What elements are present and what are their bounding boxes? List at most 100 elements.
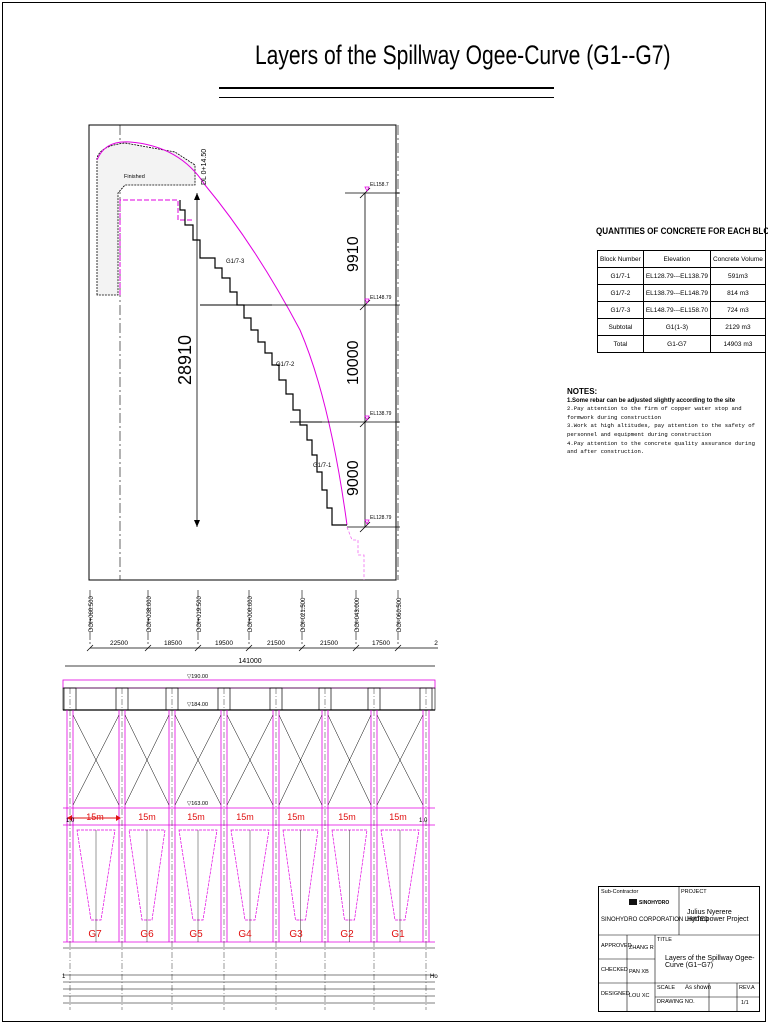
span-label: 18500 bbox=[164, 640, 182, 647]
block-label: G6 bbox=[140, 929, 154, 940]
span-label: 2 bbox=[434, 640, 438, 647]
chute-outline bbox=[380, 829, 420, 921]
station-labels: DOI+060.500 DOI+038.000 DOI+019.500 DOI+000… bbox=[89, 590, 403, 645]
ogee-curve bbox=[96, 141, 348, 526]
left-side-number: 1.0 bbox=[66, 818, 75, 824]
bracing bbox=[174, 714, 222, 806]
block-label: G7 bbox=[88, 929, 102, 940]
segment-label: 15m bbox=[138, 812, 156, 822]
approved-label: APPROVED bbox=[601, 943, 632, 949]
logo-text: SINOHYDRO bbox=[639, 900, 670, 906]
top-beam bbox=[62, 679, 436, 689]
elevation-label-158: EL158.7 bbox=[370, 182, 389, 188]
block-label: G2 bbox=[340, 929, 354, 940]
block-label: G5 bbox=[189, 929, 203, 940]
level-184: ▽184.00 bbox=[187, 702, 208, 708]
scale-value: As shown bbox=[685, 985, 712, 991]
rev-value: A bbox=[751, 985, 755, 991]
station-label: DOI+000.000 bbox=[248, 595, 254, 632]
left-edge-label: 1 bbox=[62, 974, 66, 980]
station-label: DOI-021.500 bbox=[301, 597, 307, 632]
finished-crest-block bbox=[96, 142, 196, 296]
bracing bbox=[72, 714, 120, 806]
project-label: PROJECT bbox=[681, 889, 707, 895]
note-2: 2.Pay attention to the firm of copper wa… bbox=[567, 405, 742, 421]
dl-label: DL 0+14.50 bbox=[201, 149, 208, 185]
segment-label: 15m bbox=[236, 812, 254, 822]
elevation-label-148: EL148.79 bbox=[370, 295, 392, 301]
designed-label: DESIGNED bbox=[601, 991, 630, 997]
block-label: G3 bbox=[289, 929, 303, 940]
sheet-number: 1/1 bbox=[741, 1000, 749, 1006]
dim-9910: 9910 bbox=[345, 236, 362, 272]
dim-9000: 9000 bbox=[345, 460, 362, 496]
block-label-2: G1/7-2 bbox=[276, 362, 295, 368]
rev-label: REV. bbox=[739, 985, 752, 991]
title-underline bbox=[219, 87, 554, 89]
checked-name: PAN XB bbox=[629, 969, 649, 975]
note-4: 4.Pay attention to the concrete quality … bbox=[567, 439, 755, 456]
project-name: Julius Nyerere Hydropower Project bbox=[687, 909, 749, 923]
station-label: DOI-043.000 bbox=[355, 597, 361, 632]
notes-heading: NOTES: bbox=[567, 387, 598, 396]
section-border bbox=[88, 124, 397, 581]
title-underline-thin bbox=[219, 97, 554, 98]
drawing-title-block: Layers of the Spillway Ogee-Curve (G1~G7… bbox=[665, 955, 755, 969]
block-label-1: G1/7-1 bbox=[313, 463, 332, 469]
level-190: ▽190.00 bbox=[187, 674, 208, 680]
total-dimension: 28910 bbox=[175, 335, 195, 385]
dim-10000: 10000 bbox=[345, 340, 362, 385]
station-label: DOI-060.500 bbox=[397, 597, 403, 632]
station-label: DOI+019.500 bbox=[197, 595, 203, 632]
span-label: 22500 bbox=[110, 640, 128, 647]
chute-outline bbox=[76, 829, 116, 921]
title-block: Sub-Contractor SINOHYDRO SINOHYDRO CORPO… bbox=[598, 886, 760, 1012]
note-3: 3.Work at high altitudes, pay attention … bbox=[567, 422, 755, 438]
notes-block: NOTES: 1.Some rebar can be adjusted slig… bbox=[567, 387, 757, 457]
subcontractor-label: Sub-Contractor bbox=[601, 889, 639, 895]
chute-outline bbox=[128, 829, 166, 921]
quantities-table: Block Number Elevation Concrete Volume G… bbox=[597, 250, 766, 353]
station-label: DOI+060.500 bbox=[89, 595, 95, 632]
chute-outline bbox=[282, 829, 319, 921]
span-dimensions: 22500 18500 19500 21500 21500 17500 2 bbox=[86, 640, 438, 652]
span-label: 19500 bbox=[215, 640, 233, 647]
segment-label: 15m bbox=[187, 812, 205, 822]
segment-label: 15m bbox=[86, 812, 104, 822]
col-block-number: Block Number bbox=[597, 250, 644, 268]
bracing bbox=[376, 714, 424, 806]
bracing bbox=[226, 714, 274, 806]
elevation-label-138: EL138.79 bbox=[370, 411, 392, 417]
approved-name: ZHANG R bbox=[629, 945, 654, 951]
right-side-number: 1.0 bbox=[419, 818, 428, 824]
station-label: DOI+038.000 bbox=[147, 595, 153, 632]
elevation-label-128: EL128.79 bbox=[370, 515, 392, 521]
segment-label: 15m bbox=[287, 812, 305, 822]
checked-label: CHECKED bbox=[601, 967, 628, 973]
block-label-3: G1/7-3 bbox=[226, 259, 245, 265]
span-label: 21500 bbox=[320, 640, 338, 647]
downstream-continuation bbox=[346, 526, 365, 580]
title-label: TITLE bbox=[657, 937, 672, 943]
span-label: 21500 bbox=[267, 640, 285, 647]
chute-outline bbox=[331, 829, 368, 921]
drawing-no-label: DRAWING NO. bbox=[657, 999, 695, 1005]
segment-label: 15m bbox=[389, 812, 407, 822]
block-label: G4 bbox=[238, 929, 252, 940]
inner-profile-line bbox=[119, 199, 192, 295]
span-label: 17500 bbox=[372, 640, 390, 647]
block-label: G1 bbox=[391, 929, 405, 940]
level-163: ▽163.00 bbox=[187, 801, 208, 807]
quantities-title: QUANTITIES OF CONCRETE FOR EACH BLOCK bbox=[596, 226, 768, 237]
table-header-row: Block Number Elevation Concrete Volume bbox=[597, 250, 766, 268]
elevation-markers: EL158.7 EL148.79 EL138.79 EL128.79 bbox=[364, 182, 392, 525]
pier-cap-zone bbox=[62, 687, 436, 711]
right-edge-label: Ho bbox=[430, 974, 438, 980]
